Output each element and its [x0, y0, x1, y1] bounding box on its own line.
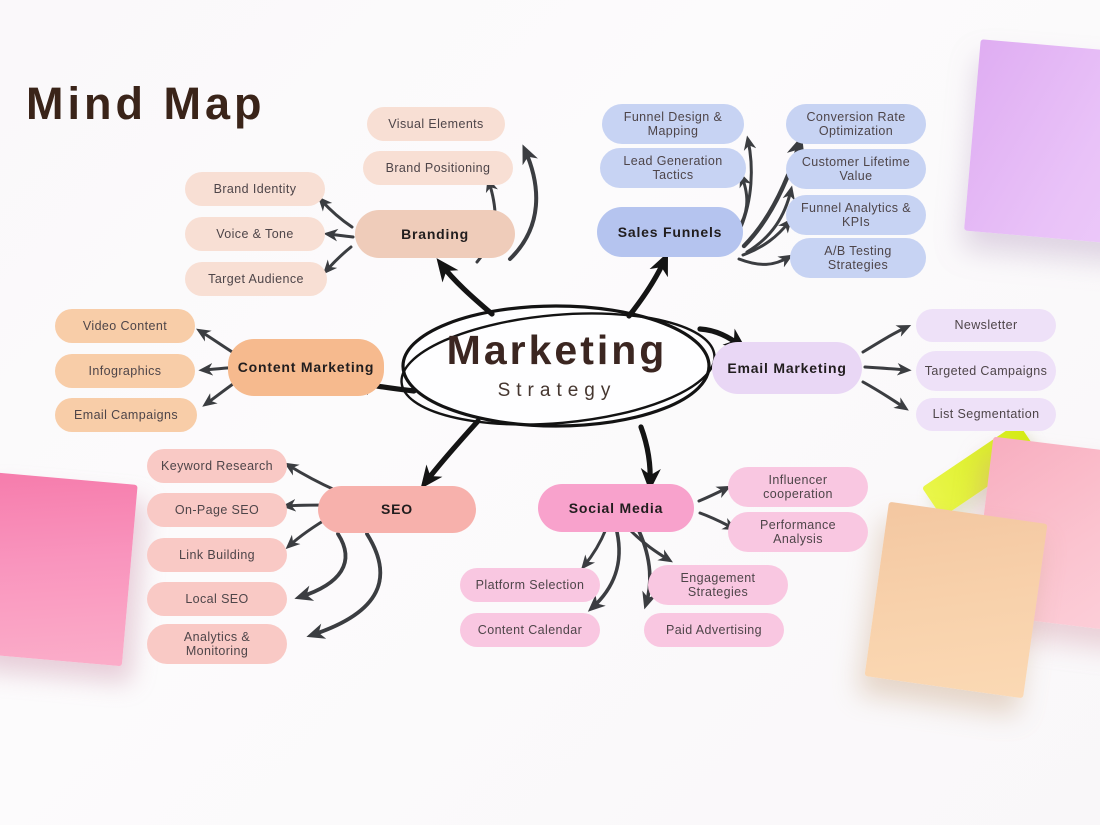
arrow-seo-analytics	[306, 532, 383, 639]
arrow-social-content-calendar	[587, 530, 621, 612]
node-voice-tone[interactable]: Voice & Tone	[185, 217, 325, 251]
arrow-seo-keyword-research	[284, 462, 337, 492]
node-on-page-seo[interactable]: On-Page SEO	[147, 493, 287, 527]
node-infographics[interactable]: Infographics	[55, 354, 195, 388]
arrow-social-platform	[581, 527, 608, 570]
arrow-social-influencer	[697, 485, 732, 503]
arrow-center-sales-funnels	[626, 252, 669, 319]
node-visual-elements[interactable]: Visual Elements	[367, 107, 505, 141]
node-content-marketing[interactable]: Content Marketing	[228, 339, 384, 396]
page-title: Mind Map	[26, 78, 266, 129]
node-funnel-design[interactable]: Funnel Design & Mapping	[602, 104, 744, 144]
node-video-content[interactable]: Video Content	[55, 309, 195, 343]
node-funnel-analytics[interactable]: Funnel Analytics & KPIs	[786, 195, 926, 235]
node-social-media[interactable]: Social Media	[538, 484, 694, 532]
node-influencer-cooperation[interactable]: Influencer cooperation	[728, 467, 868, 507]
node-link-building[interactable]: Link Building	[147, 538, 287, 572]
node-list-segmentation[interactable]: List Segmentation	[916, 398, 1056, 431]
arrow-seo-local-seo	[294, 532, 348, 601]
arrow-sales-funnel-analytics	[741, 218, 792, 257]
arrow-center-branding	[436, 258, 495, 317]
node-branding[interactable]: Branding	[355, 210, 515, 258]
node-sales-funnels[interactable]: Sales Funnels	[597, 207, 743, 257]
arrow-branding-target-audience	[322, 245, 353, 275]
node-platform-selection[interactable]: Platform Selection	[460, 568, 600, 602]
arrow-sales-customer-lifetime	[745, 185, 795, 254]
node-email-marketing[interactable]: Email Marketing	[712, 342, 862, 394]
arrow-sales-funnel-design	[739, 135, 757, 229]
center-node-subtitle: Strategy	[497, 380, 617, 401]
sticky-note-pink-left[interactable]	[0, 471, 138, 667]
arrow-branding-visual-elements	[508, 144, 539, 261]
node-performance-analysis[interactable]: Performance Analysis	[728, 512, 868, 552]
arrow-center-social-media	[638, 424, 661, 492]
arrow-email-newsletter	[861, 325, 912, 354]
node-content-calendar[interactable]: Content Calendar	[460, 613, 600, 647]
node-customer-lifetime[interactable]: Customer Lifetime Value	[786, 149, 926, 189]
node-targeted-campaigns[interactable]: Targeted Campaigns	[916, 351, 1056, 391]
node-local-seo[interactable]: Local SEO	[147, 582, 287, 616]
node-keyword-research[interactable]: Keyword Research	[147, 449, 287, 483]
arrow-social-engagement	[628, 528, 673, 563]
node-brand-positioning[interactable]: Brand Positioning	[363, 151, 513, 185]
node-lead-generation[interactable]: Lead Generation Tactics	[600, 148, 746, 188]
arrow-center-seo	[420, 418, 481, 489]
node-email-campaigns[interactable]: Email Campaigns	[55, 398, 197, 432]
center-node-title: Marketing	[446, 327, 668, 373]
node-paid-advertising[interactable]: Paid Advertising	[644, 613, 784, 647]
arrow-sales-ab-testing	[737, 254, 793, 268]
arrow-social-paid-advertising	[637, 529, 657, 610]
center-node[interactable]: Marketing Strategy	[402, 330, 712, 402]
node-ab-testing[interactable]: A/B Testing Strategies	[790, 238, 926, 278]
node-target-audience[interactable]: Target Audience	[185, 262, 327, 296]
sticky-note-purple[interactable]	[964, 39, 1100, 249]
node-newsletter[interactable]: Newsletter	[916, 309, 1056, 342]
node-analytics-monitoring[interactable]: Analytics & Monitoring	[147, 624, 287, 664]
node-seo[interactable]: SEO	[318, 486, 476, 533]
arrow-email-list-segmentation	[861, 380, 909, 411]
node-conversion-rate[interactable]: Conversion Rate Optimization	[786, 104, 926, 144]
node-brand-identity[interactable]: Brand Identity	[185, 172, 325, 206]
node-engagement-strategies[interactable]: Engagement Strategies	[648, 565, 788, 605]
arrow-branding-brand-identity	[317, 196, 354, 229]
sticky-note-peach[interactable]	[864, 501, 1048, 699]
arrow-email-targeted-campaigns	[863, 362, 912, 376]
arrow-branding-voice-tone	[323, 228, 355, 242]
